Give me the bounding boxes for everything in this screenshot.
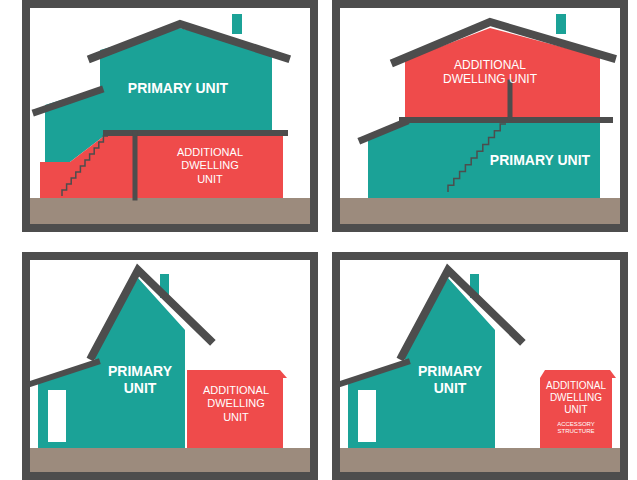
roof [30,362,97,384]
text-holder: ADDITIONAL DWELLING UNIT [168,146,253,186]
wall [508,82,513,118]
additional-unit: ADDITIONAL DWELLING UNIT [405,28,600,118]
text-holder: ACCESSORY STRUCTURE [551,421,601,435]
text-holder: PRIMARY UNIT [103,80,253,97]
floor-slab [402,117,610,123]
roof [395,22,612,62]
ground [30,198,310,224]
unit-fill [40,133,283,198]
chimney [556,14,566,34]
text-holder: PRIMARY UNIT [408,363,493,397]
text-holder: ADDITIONAL DWELLING UNIT [195,384,277,424]
unit-fill [405,28,600,118]
additional-unit: ADDITIONAL DWELLING UNIT [40,133,283,198]
additional-unit: ADDITIONAL DWELLING UNIT ACCESSORY STRUCT… [540,370,616,448]
ground [340,448,620,472]
unit-label: ADDITIONAL DWELLING UNIT [195,384,277,424]
roof [92,270,210,356]
floor-slab [106,130,285,136]
unit-label: PRIMARY UNIT [98,363,183,397]
unit-fill [348,278,495,448]
stairs [448,124,506,192]
unit-shape [348,278,495,448]
roof [402,270,520,356]
primary-unit: PRIMARY UNIT [348,278,495,448]
text-holder: ADDITIONAL DWELLING UNIT [542,380,610,416]
unit-shape [38,278,185,448]
unit-label: PRIMARY UNIT [408,363,493,397]
ground [340,198,620,224]
unit-label: PRIMARY UNIT [103,80,253,97]
text-holder: ADDITIONAL DWELLING UNIT [430,58,550,87]
unit-fill [368,121,600,198]
unit-fill [187,370,287,448]
chimney [232,14,242,34]
unit-label: PRIMARY UNIT [480,152,600,169]
roof [340,362,407,384]
additional-unit: ADDITIONAL DWELLING UNIT [187,370,287,448]
unit-label: ADDITIONAL DWELLING UNIT [430,58,550,87]
panel-frame [336,256,624,476]
ground [30,448,310,472]
unit-shape [40,133,283,198]
chimney [160,274,169,298]
chimney [470,274,479,298]
porch-opening [48,390,66,442]
panel-frame [26,256,314,476]
roof [92,24,286,58]
primary-unit: PRIMARY UNIT [38,278,185,448]
primary-unit: PRIMARY UNIT [368,121,600,198]
roof [362,122,405,140]
text-holder: PRIMARY UNIT [98,363,183,397]
unit-note: ACCESSORY STRUCTURE [551,421,601,435]
stairs [62,136,108,196]
unit-fill [540,370,616,448]
text-holder: PRIMARY UNIT [480,152,600,169]
panel-frame [336,4,624,228]
unit-label: ADDITIONAL DWELLING UNIT [168,146,253,186]
porch-opening [358,390,376,442]
unit-fill [38,278,185,448]
wall [133,133,138,198]
unit-label: ADDITIONAL DWELLING UNIT [542,380,610,416]
panel-frame [26,4,314,228]
roof [36,90,100,112]
